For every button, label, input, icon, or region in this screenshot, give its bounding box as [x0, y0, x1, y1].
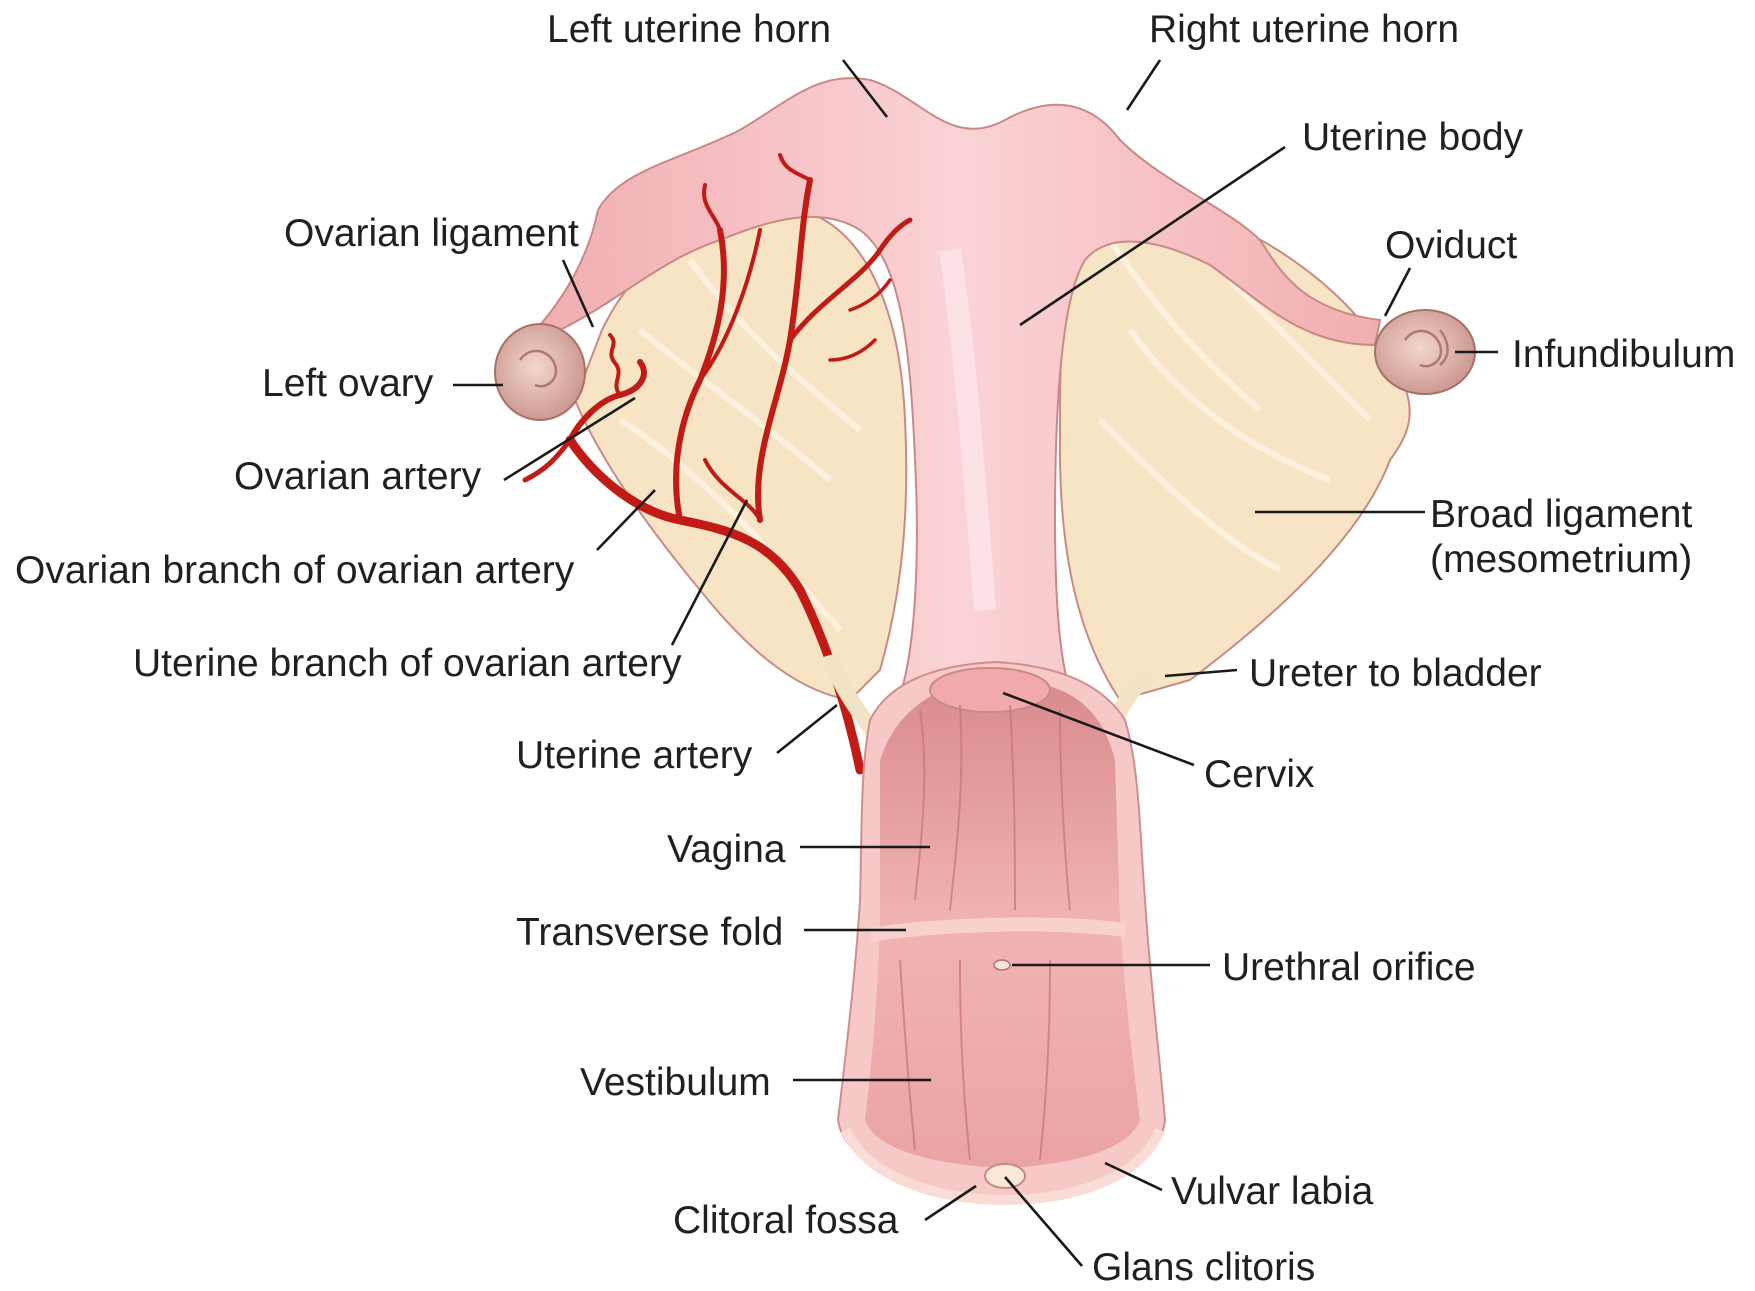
label-vestibulum: Vestibulum [580, 1061, 771, 1104]
label-left-ovary: Left ovary [262, 362, 434, 405]
label-mesometrium: (mesometrium) [1430, 538, 1692, 581]
label-oviduct: Oviduct [1385, 224, 1517, 267]
urethral-orifice-shape [994, 960, 1010, 970]
label-clitoral-fossa: Clitoral fossa [673, 1199, 899, 1242]
label-uterine-artery: Uterine artery [516, 734, 753, 777]
label-transverse-fold: Transverse fold [516, 911, 783, 954]
label-cervix: Cervix [1204, 753, 1315, 796]
label-right-uterine-horn: Right uterine horn [1149, 8, 1459, 51]
label-glans-clitoris: Glans clitoris [1092, 1246, 1315, 1286]
label-ureter: Ureter to bladder [1249, 652, 1542, 695]
label-urethral-orifice: Urethral orifice [1222, 946, 1476, 989]
left-ovary-shape [495, 324, 585, 420]
label-vagina: Vagina [667, 828, 786, 871]
cervix-shape [930, 668, 1050, 712]
label-left-uterine-horn: Left uterine horn [547, 8, 831, 51]
label-uterine-branch: Uterine branch of ovarian artery [133, 642, 682, 685]
label-vulvar-labia: Vulvar labia [1171, 1170, 1374, 1213]
glans-clitoris-shape [985, 1164, 1025, 1188]
label-broad-ligament: Broad ligament [1430, 493, 1692, 536]
label-ovarian-artery: Ovarian artery [234, 455, 482, 498]
label-uterine-body: Uterine body [1302, 116, 1524, 159]
label-ovarian-ligament: Ovarian ligament [284, 212, 579, 255]
label-ovarian-branch: Ovarian branch of ovarian artery [15, 549, 575, 592]
label-infundibulum: Infundibulum [1512, 333, 1735, 376]
